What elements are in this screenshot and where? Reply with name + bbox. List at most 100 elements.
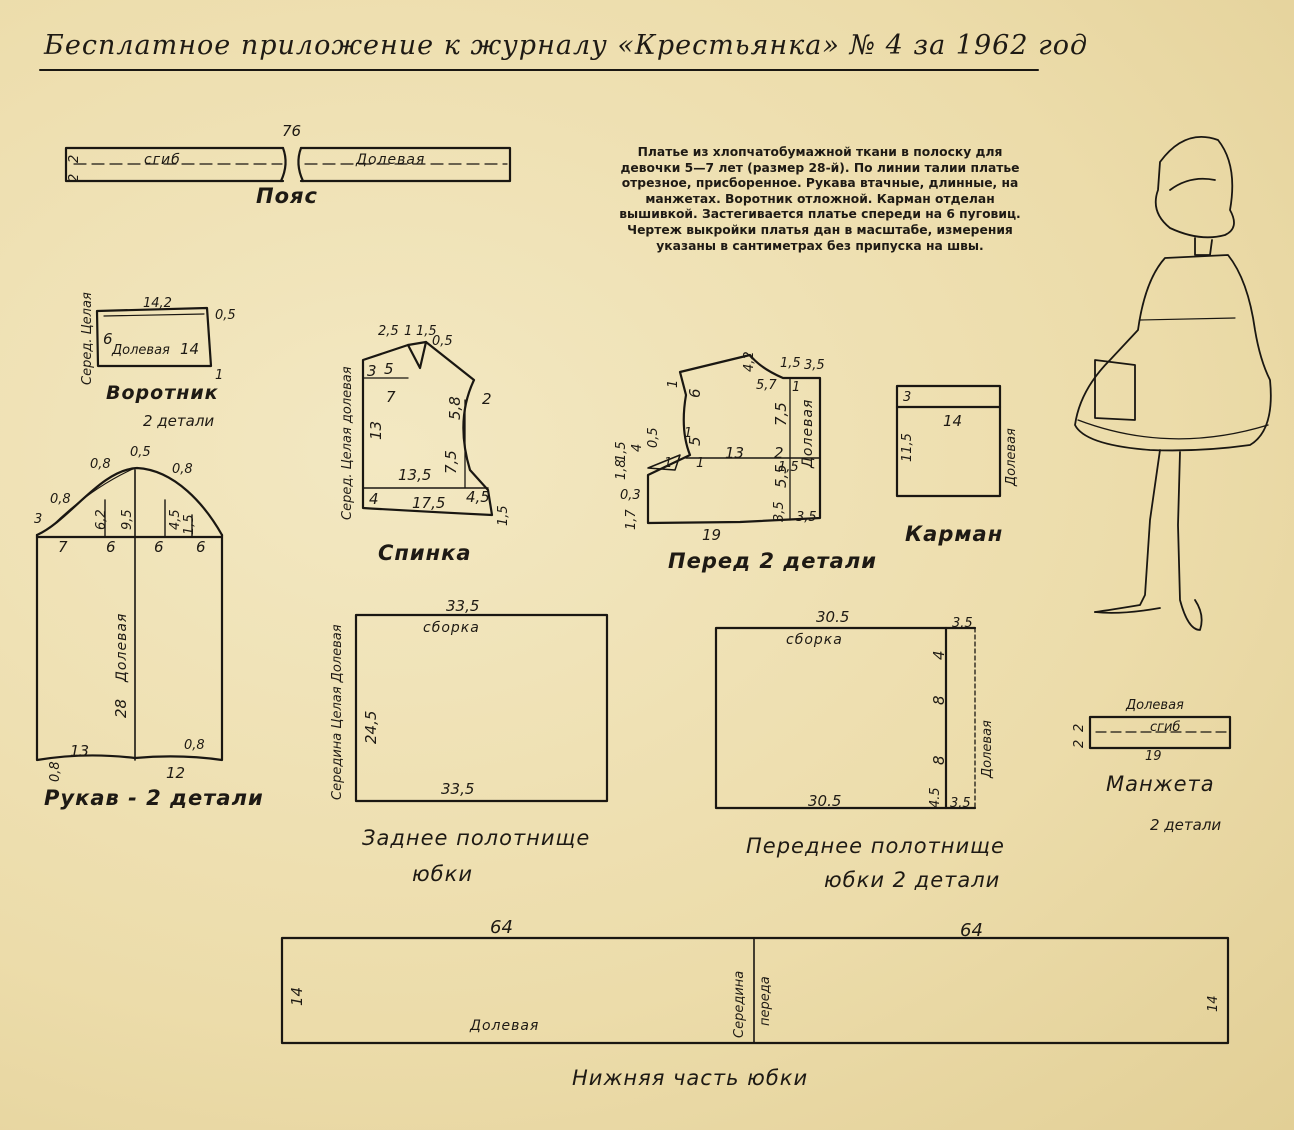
front-title: Перед 2 детали: [668, 549, 877, 573]
cuff-grain-label: Долевая: [1126, 698, 1184, 713]
collar-bottom-label: 14: [180, 340, 200, 358]
front-d8-label: 5: [686, 436, 704, 446]
back-d16-label: 1,5: [496, 505, 511, 526]
sleeve-w2-label: 6: [106, 538, 116, 556]
front-skirt-gather-label: сборка: [786, 632, 843, 648]
sleeve-c2-label: 0,8: [172, 462, 193, 477]
page-header: Бесплатное приложение к журналу «Крестья…: [44, 30, 1089, 61]
back-skirt-title-2: юбки: [412, 862, 473, 886]
front-d20-label: 1,5: [614, 441, 629, 462]
front-skirt-title-2: юбки 2 детали: [824, 868, 1001, 892]
front-d6-label: 6: [686, 388, 704, 398]
belt-grain-label: Долевая: [356, 152, 426, 168]
sleeve-h2-label: 9,5: [120, 509, 135, 530]
sleeve-c4-label: 3: [34, 512, 43, 527]
front-skirt-m1-label: 3.5: [952, 616, 973, 631]
lower-skirt-center-1: Середина: [732, 970, 747, 1038]
back-d6-label: 5: [384, 360, 394, 378]
collar-grain-label: Долевая: [112, 343, 170, 358]
front-d7-label: 1: [684, 426, 693, 441]
back-title: Спинка: [378, 541, 472, 565]
cuff-w1-label: 2: [1072, 723, 1087, 732]
front-skirt-grain-label: Долевая: [980, 720, 995, 778]
front-d18-label: 0,5: [646, 427, 661, 448]
back-d11-label: 7,5: [442, 450, 460, 474]
back-skirt-height-label: 24,5: [362, 710, 380, 744]
description-text: Платье из хлопчатобумажной ткани в полос…: [619, 145, 1021, 253]
lower-skirt-left-label: 64: [490, 917, 513, 938]
lower-skirt-title: Нижняя часть юбки: [572, 1066, 809, 1090]
sleeve-cap-label: 0,5: [130, 445, 151, 460]
sleeve-b2-label: 0,8: [184, 738, 205, 753]
belt-width-label-1: 2: [67, 154, 82, 163]
sleeve-b3-label: 12: [166, 764, 186, 782]
front-skirt-m4-label: 8: [930, 755, 948, 765]
collar-title: Воротник: [106, 382, 219, 404]
front-skirt-m6-label: 3.5: [950, 796, 971, 811]
sleeve-c1-label: 0,8: [90, 457, 111, 472]
back-skirt-gather-label: сборка: [423, 620, 480, 636]
pocket-pattern: [895, 384, 1002, 498]
cuff-pattern: [1088, 715, 1232, 750]
back-d8-label: 13: [367, 420, 385, 440]
front-d13-label: 1,5: [778, 460, 799, 475]
front-d2-label: 1,5: [780, 356, 801, 371]
front-skirt-m2-label: 4: [930, 650, 948, 660]
front-skirt-top-label: 30.5: [816, 608, 850, 626]
sleeve-w1-label: 7: [58, 538, 68, 556]
front-d4-label: 5,7: [756, 378, 777, 393]
pocket-height-label: 11,5: [900, 433, 915, 462]
back-d3-label: 1,5: [416, 324, 437, 339]
sleeve-h3-label: 4,5: [168, 509, 183, 530]
back-skirt-pattern: [354, 613, 609, 803]
back-d5-label: 3: [367, 362, 377, 380]
back-skirt-center-label: Середина Целая Долевая: [330, 624, 345, 800]
pocket-title: Карман: [905, 522, 1004, 546]
front-d25-label: 1: [792, 380, 801, 395]
front-d24-label: 19: [702, 526, 722, 544]
lower-skirt-right-label: 64: [960, 920, 983, 941]
front-d22-label: 1: [664, 456, 673, 471]
back-d2-label: 1: [404, 324, 413, 339]
front-skirt-title-1: Переднее полотнище: [746, 834, 1005, 858]
collar-r2-label: 1: [215, 368, 224, 383]
front-skirt-bottom-label: 30.5: [808, 792, 842, 810]
back-d7-label: 7: [386, 388, 396, 406]
back-d1-label: 2,5: [378, 324, 399, 339]
sleeve-grain-label: Долевая: [114, 612, 130, 682]
back-d15-label: 4,5: [466, 488, 490, 506]
back-d12-label: 13,5: [398, 466, 432, 484]
front-d9-label: 1: [696, 456, 705, 471]
sleeve-b1-label: 13: [70, 742, 90, 760]
collar-pattern: [95, 306, 213, 368]
lower-skirt-pattern: [280, 936, 1230, 1045]
sleeve-h1-label: 6,2: [94, 509, 109, 530]
front-d14-label: 5,5: [772, 464, 790, 488]
collar-center-label: Серед. Целая: [80, 292, 95, 385]
sleeve-title: Рукав - 2 детали: [44, 786, 264, 810]
front-d1-label: 4,2: [742, 351, 757, 372]
front-skirt-m3-label: 8: [930, 695, 948, 705]
front-skirt-m5-label: 4.5: [928, 787, 943, 808]
front-d21-label: 0,3: [620, 488, 641, 503]
lower-skirt-height-left: 14: [288, 986, 306, 1006]
sleeve-h4-label: 1,5: [182, 514, 197, 535]
belt-pattern: [64, 146, 512, 183]
belt-fold-label: сгиб: [144, 152, 181, 168]
lower-skirt-height-right: 14: [1206, 995, 1221, 1012]
front-d5-label: 1: [666, 379, 681, 388]
collar-side-label: 6: [103, 330, 113, 348]
pocket-grain-label: Долевая: [1004, 428, 1019, 486]
sleeve-pattern: [35, 466, 224, 762]
pocket-width-label: 14: [943, 412, 963, 430]
back-d14-label: 17,5: [412, 494, 446, 512]
sleeve-w3-label: 6: [154, 538, 164, 556]
front-d12-label: 2: [774, 444, 784, 462]
sleeve-length-label: 28: [112, 698, 130, 718]
front-d16-label: 3,5: [796, 510, 817, 525]
sleeve-b4-label: 0,8: [48, 761, 63, 782]
front-skirt-pattern: [714, 626, 977, 810]
cuff-title: Манжета: [1106, 772, 1215, 796]
lower-skirt-center-2: переда: [758, 976, 773, 1026]
